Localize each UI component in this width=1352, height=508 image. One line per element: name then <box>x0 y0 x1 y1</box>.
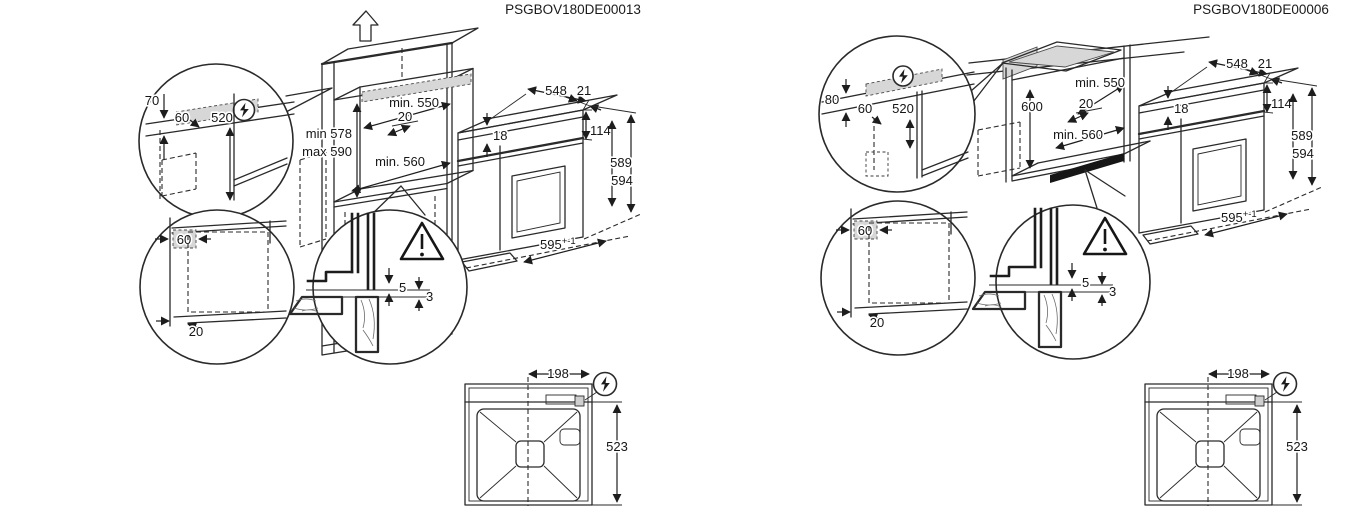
dim-gap-upper: 5 <box>399 280 406 295</box>
detail-circle-outlet: 70 60 520 <box>138 63 295 219</box>
dim-body-depth: 548 <box>545 83 567 98</box>
dim-niche-depth-top: min. 550 <box>1075 75 1125 90</box>
dim-plan-front-gap: 20 <box>189 324 203 339</box>
detail-circle-plan: 60 20 <box>139 209 295 365</box>
dim-recess-height: 80 <box>825 92 839 107</box>
oven-drawing: 18 548 21 114 589 594 595+-1 <box>456 81 642 272</box>
drawing-code: PSGBOV180DE00013 <box>505 2 641 17</box>
mains-connection-point <box>1254 395 1265 407</box>
dim-recess-drop: 520 <box>892 101 914 116</box>
detail-circle-outlet: 80 60 520 <box>818 35 976 193</box>
oven-base <box>1142 225 1199 245</box>
dim-recess-drop: 520 <box>211 110 233 125</box>
dim-niche-depth-top: min. 550 <box>389 95 439 110</box>
dim-plan-side-inset: 60 <box>858 223 872 238</box>
dim-niche-top-offset: 20 <box>1079 96 1093 111</box>
worktop-drawing <box>966 36 1210 80</box>
dim-niche-depth-bottom: min. 560 <box>1053 127 1103 142</box>
dim-rear-height: 523 <box>1286 439 1308 454</box>
dim-niche-top-offset: 20 <box>398 109 412 124</box>
oven-base <box>461 252 518 272</box>
dim-gap-upper: 5 <box>1082 275 1089 290</box>
rear-view: 198 523 <box>464 364 629 506</box>
dim-recess-height: 70 <box>145 93 159 108</box>
plinth-strip <box>1050 153 1124 183</box>
dim-height-total: 594 <box>611 173 633 188</box>
dim-panel-height: 114 <box>1271 96 1292 111</box>
dim-recess-inset: 60 <box>858 101 872 116</box>
detail-circle-gap: 5 3 <box>971 204 1151 360</box>
mains-connection-point <box>574 395 585 407</box>
dim-height-total: 594 <box>1292 146 1314 161</box>
dim-gap-lower: 3 <box>426 289 433 304</box>
dim-height-body: 589 <box>1291 128 1313 143</box>
dim-body-depth: 548 <box>1226 56 1248 71</box>
detail-circle-plan: 60 20 <box>820 200 976 356</box>
outlet-recess <box>361 73 472 103</box>
dim-niche-height: 600 <box>1021 99 1043 114</box>
dim-top-thickness: 18 <box>1174 101 1188 116</box>
drawing-code: PSGBOV180DE00006 <box>1193 2 1329 17</box>
oven-drawing: 18 548 21 114 589 594 595+-1 <box>1137 54 1323 245</box>
dim-width: 595+-1 <box>1221 209 1257 225</box>
callout-wedge <box>1084 169 1126 209</box>
dim-plan-front-gap: 20 <box>870 315 884 330</box>
dim-front-lip: 21 <box>1258 56 1272 71</box>
dim-rear-height: 523 <box>606 439 628 454</box>
push-in-arrow-icon <box>352 10 379 42</box>
hob-cutout <box>1001 41 1122 72</box>
dim-plan-side-inset: 60 <box>177 232 191 247</box>
panel-tall-cabinet: PSGBOV180DE00013 min 578 max 590 m <box>138 2 642 506</box>
dim-width: 595+-1 <box>540 236 576 252</box>
warning-triangle-icon <box>399 221 445 261</box>
dim-top-thickness: 18 <box>493 128 507 143</box>
dim-front-lip: 21 <box>577 83 591 98</box>
panel-under-counter: PSGBOV180DE00006 600 min. 550 20 min. 56… <box>818 2 1329 506</box>
dim-gap-lower: 3 <box>1109 284 1116 299</box>
rear-view: 198 523 <box>1144 364 1309 506</box>
dim-recess-inset: 60 <box>175 110 189 125</box>
dim-height-body: 589 <box>610 155 632 170</box>
niche-dimensions: min 578 max 590 min. 550 20 min. 560 <box>301 93 451 198</box>
dim-outlet-offset: 198 <box>1227 366 1249 381</box>
dim-panel-height: 114 <box>590 123 611 138</box>
dim-niche-height-min: min 578 <box>306 126 352 141</box>
callout-wedge <box>285 87 333 113</box>
warning-triangle-icon <box>1082 216 1128 256</box>
dim-niche-height-max: max 590 <box>302 144 352 159</box>
dim-niche-depth-bottom: min. 560 <box>375 154 425 169</box>
detail-circle-gap: 5 3 <box>288 209 468 365</box>
under-counter-cabinet: 600 min. 550 20 min. 560 <box>977 44 1151 183</box>
dim-outlet-offset: 198 <box>547 366 569 381</box>
